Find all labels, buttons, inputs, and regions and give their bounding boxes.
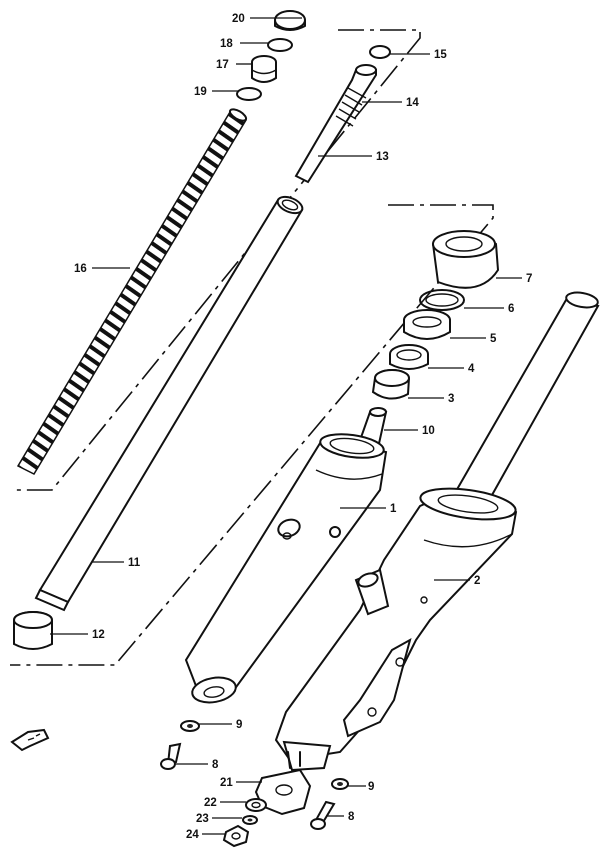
callout-8-upper: 8 [212, 759, 219, 771]
part-damper-rod-13-14 [294, 64, 377, 184]
part-plug-17 [251, 55, 277, 83]
callout-1: 1 [390, 503, 397, 515]
part-washer-9-upper [180, 720, 200, 732]
callout-7: 7 [526, 273, 532, 285]
part-bolt-8-lower [310, 800, 336, 830]
callout-9-lower: 9 [368, 781, 374, 793]
part-outer-tube-1 [184, 433, 388, 704]
part-ring-18 [267, 38, 293, 52]
callout-18: 18 [220, 38, 233, 50]
part-spring-16 [16, 108, 248, 475]
part-clip-6 [419, 289, 465, 311]
part-dust-seal-7 [431, 230, 500, 289]
callout-10: 10 [422, 425, 435, 437]
part-washer-4 [389, 344, 429, 370]
callout-3: 3 [448, 393, 454, 405]
part-oil-seal-5 [403, 309, 451, 340]
callout-5: 5 [490, 333, 497, 345]
part-ring-15 [369, 45, 391, 59]
outer-assembly-frame [10, 204, 494, 666]
part-bushing-12 [13, 611, 53, 650]
callout-8-lower: 8 [348, 811, 355, 823]
callout-13: 13 [376, 151, 389, 163]
inner-assembly-frame [15, 29, 421, 491]
part-nut-24 [222, 824, 250, 848]
callout-15: 15 [434, 49, 447, 61]
callout-11: 11 [128, 557, 141, 569]
part-guide-bushing-3 [371, 369, 410, 400]
callout-23: 23 [196, 813, 209, 825]
callout-6: 6 [508, 303, 514, 315]
part-inner-tube-11 [34, 195, 304, 612]
part-bolt-8-upper [160, 742, 182, 770]
part-spring-washer-23 [242, 815, 258, 825]
callout-22: 22 [204, 797, 217, 809]
callout-2: 2 [474, 575, 480, 587]
part-washer-9-lower [331, 778, 349, 790]
callout-16: 16 [74, 263, 87, 275]
callout-24: 24 [186, 829, 199, 841]
callout-12: 12 [92, 629, 105, 641]
front-direction-arrow-icon [10, 728, 50, 752]
callout-19: 19 [194, 86, 207, 98]
callout-21: 21 [220, 777, 233, 789]
callout-20: 20 [232, 13, 245, 25]
callout-17: 17 [216, 59, 229, 71]
part-clamp-21 [254, 751, 312, 816]
callout-14: 14 [406, 97, 419, 109]
part-washer-22 [245, 798, 267, 812]
leader-lines [50, 17, 522, 835]
part-outer-tube-2 [274, 291, 600, 772]
part-o-ring-19 [236, 87, 262, 101]
callout-9-upper: 9 [236, 719, 242, 731]
part-cap-20 [274, 10, 306, 31]
callout-4: 4 [468, 363, 475, 375]
